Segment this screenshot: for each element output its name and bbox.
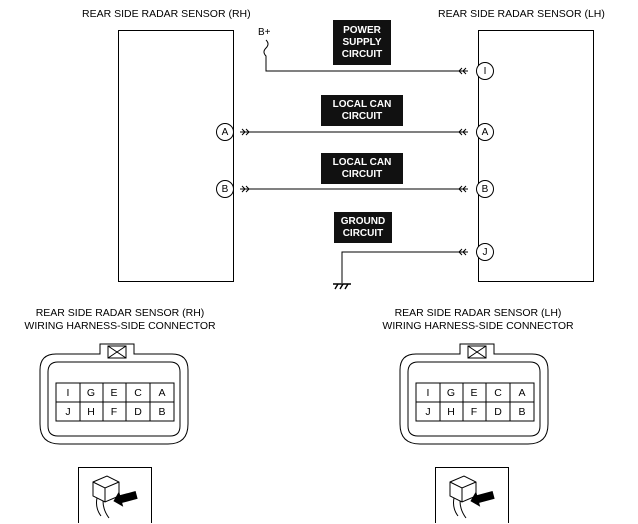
- rh-cavity: J: [65, 406, 71, 418]
- rh-cavity: E: [110, 387, 118, 399]
- rh-cavity: D: [134, 406, 142, 418]
- lh-connector-view-icon: [435, 467, 509, 523]
- lh-cavity: I: [426, 387, 430, 399]
- rh-pin-b: B: [216, 180, 234, 198]
- rh-pin-a: A: [216, 123, 234, 141]
- rh-connector-face: I G E C A J H F D B: [38, 338, 190, 450]
- lh-pin-a: A: [476, 123, 494, 141]
- lh-cavity: B: [518, 406, 526, 418]
- lh-cavity: C: [494, 387, 502, 399]
- rh-connector-title-line1: REAR SIDE RADAR SENSOR (RH): [35, 307, 205, 319]
- lh-cavity: J: [425, 406, 431, 418]
- lh-cavity: F: [470, 406, 478, 418]
- rh-cavity: H: [87, 406, 95, 418]
- lh-connector-title-line2: WIRING HARNESS-SIDE CONNECTOR: [382, 320, 574, 332]
- rh-connector-title-line2: WIRING HARNESS-SIDE CONNECTOR: [24, 320, 216, 332]
- lh-connector-face: I G E C A J H F D B: [398, 338, 550, 450]
- rh-cavity: A: [158, 387, 166, 399]
- rh-cavity: G: [86, 387, 96, 399]
- lh-cavity: E: [470, 387, 478, 399]
- lh-cavity: A: [518, 387, 526, 399]
- lh-cavity: H: [447, 406, 455, 418]
- lh-pin-i: I: [476, 62, 494, 80]
- local-can-circuit-tag-1: LOCAL CAN CIRCUIT: [321, 95, 403, 126]
- rh-connector-view-icon: [78, 467, 152, 523]
- lh-sensor-box: [478, 30, 594, 282]
- rh-sensor-title: REAR SIDE RADAR SENSOR (RH): [82, 8, 251, 20]
- rh-cavity: I: [66, 387, 70, 399]
- rh-cavity: C: [134, 387, 142, 399]
- rh-cavity: F: [110, 406, 118, 418]
- power-supply-circuit-tag: POWER SUPPLY CIRCUIT: [333, 20, 391, 65]
- lh-cavity: D: [494, 406, 502, 418]
- ground-circuit-tag: GROUND CIRCUIT: [334, 212, 392, 243]
- lh-cavity: G: [446, 387, 456, 399]
- rh-sensor-box: [118, 30, 234, 282]
- lh-pin-j: J: [476, 243, 494, 261]
- lh-pin-b: B: [476, 180, 494, 198]
- local-can-circuit-tag-2: LOCAL CAN CIRCUIT: [321, 153, 403, 184]
- lh-sensor-title: REAR SIDE RADAR SENSOR (LH): [438, 8, 605, 20]
- lh-connector-title-line1: REAR SIDE RADAR SENSOR (LH): [394, 307, 562, 319]
- b-plus-label: B+: [258, 27, 271, 38]
- rh-cavity: B: [158, 406, 166, 418]
